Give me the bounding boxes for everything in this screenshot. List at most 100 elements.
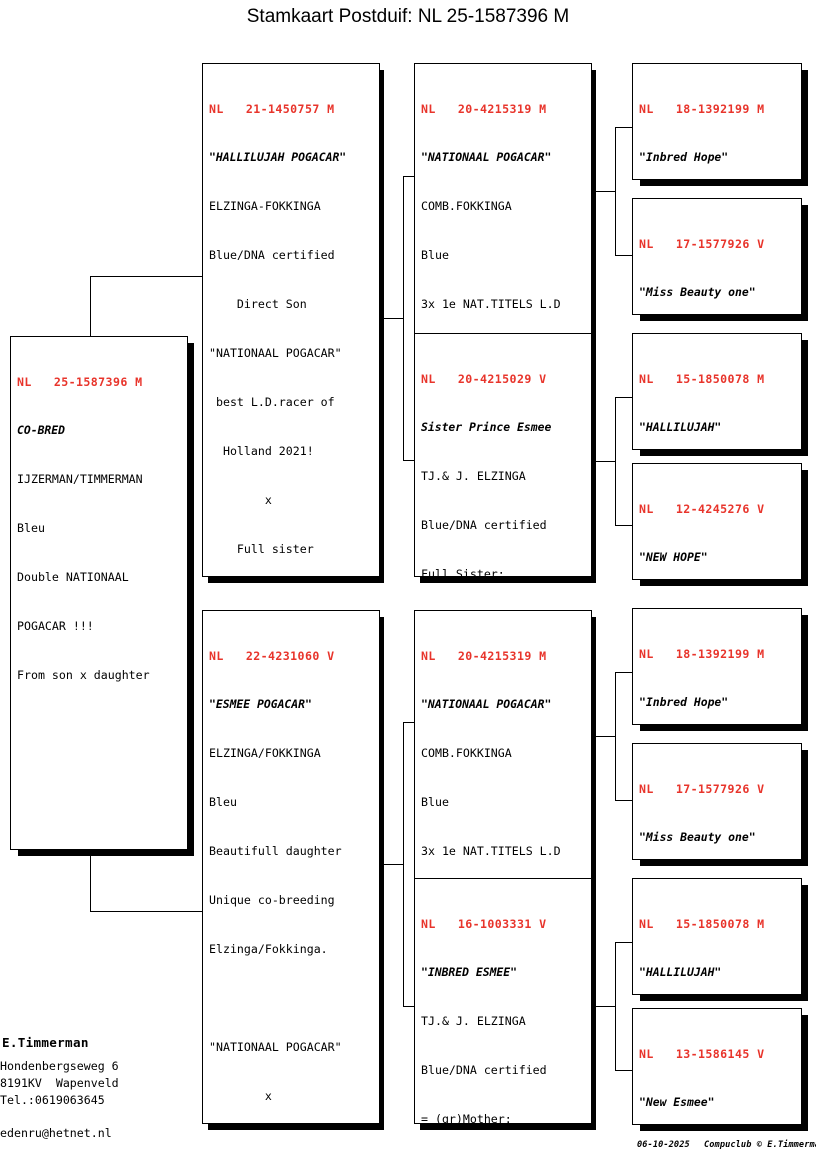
connector-hline-dam-stem [379, 864, 404, 865]
detail-line: x [209, 1088, 272, 1103]
connector-hline-gen1-top [90, 276, 205, 277]
detail-line: best L.D.racer of [209, 394, 335, 409]
detail-line: 3x 1e NAT.TITELS L.D [421, 844, 561, 859]
box-shadow-gp8b [640, 1123, 808, 1131]
detail-line: Blue/DNA certified [421, 518, 547, 533]
pigeon-name: "Inbred Hope" [639, 695, 729, 710]
connector-hline-gp2 [615, 255, 633, 256]
connector-hline-gp1 [615, 127, 633, 128]
pedigree-box-gp2[interactable]: NL 17-1577926 V "Miss Beauty one" Cheq/ … [632, 198, 802, 315]
pedigree-box-dam[interactable]: NL 22-4231060 V "ESMEE POGACAR" ELZINGA/… [202, 610, 380, 1124]
box-shadow-gp2b [640, 313, 808, 321]
pedigree-box-gp8[interactable]: NL 13-1586145 V "New Esmee" Full sister … [632, 1008, 802, 1125]
connector-hline-gp4 [615, 525, 633, 526]
ring-number: NL 17-1577926 V [639, 781, 765, 796]
box-shadow-gp2 [800, 205, 808, 321]
detail-line: ELZINGA-FOKKINGA [209, 199, 321, 214]
box-shadow-damsire [588, 617, 596, 1130]
detail-line: Blue/DNA certified [209, 248, 335, 263]
pigeon-name: CO-BRED [17, 423, 66, 438]
page-title: Stamkaart Postduif: NL 25-1587396 M [246, 6, 570, 27]
box-shadow-siredam [588, 340, 596, 583]
pedigree-box-gp1[interactable]: NL 18-1392199 M "Inbred Hope" Blue = Fat… [632, 63, 802, 180]
pedigree-box-gp5[interactable]: NL 18-1392199 M "Inbred Hope" Blue = Fat… [632, 608, 802, 725]
detail-line: From son x daughter [17, 667, 150, 682]
pigeon-name: "Miss Beauty one" [639, 830, 756, 845]
ring-number: NL 18-1392199 M [639, 101, 765, 116]
pigeon-name: "New Esmee" [639, 1095, 715, 1110]
connector-hline-sire-top [403, 176, 417, 177]
box-shadow-sire-b [208, 575, 384, 583]
detail-line: "NATIONAAL POGACAR" [209, 1039, 342, 1054]
pedigree-box-gp4[interactable]: NL 12-4245276 V "NEW HOPE" TJ. & J. ELZI… [632, 463, 802, 580]
connector-hline-gp3 [615, 397, 633, 398]
print-date: 06-10-2025 [637, 1140, 690, 1150]
box-shadow-subject-b [18, 848, 194, 856]
detail-line: 3x 1e NAT.TITELS L.D [421, 297, 561, 312]
detail-line: COMB.FOKKINGA [421, 199, 512, 214]
box-shadow-gp7b [640, 993, 808, 1001]
detail-line: Blue/DNA certified [421, 1063, 547, 1078]
box-shadow-siresire-b [420, 575, 596, 583]
detail-line: ELZINGA/FOKKINGA [209, 746, 321, 761]
pigeon-name: "HALLILUJAH" [639, 965, 722, 980]
box-shadow-gp5b [640, 723, 808, 731]
pedigree-box-gp3[interactable]: NL 15-1850078 M "HALLILUJAH" HOOyMANS/EL… [632, 333, 802, 450]
detail-line: TJ.& J. ELZINGA [421, 469, 526, 484]
detail-line: Bleu [209, 795, 237, 810]
connector-hline-gp6 [615, 800, 633, 801]
detail-line: Beautifull daughter [209, 844, 342, 859]
connector-hline-gp8 [615, 1070, 633, 1071]
detail-line: Full sister [209, 541, 314, 556]
pedigree-box-dam-dam[interactable]: NL 16-1003331 V "INBRED ESMEE" TJ.& J. E… [414, 878, 592, 1124]
pedigree-box-sire-dam[interactable]: NL 20-4215029 V Sister Prince Esmee TJ.&… [414, 333, 592, 577]
connector-hline-gp5 [615, 672, 633, 673]
box-shadow-gp5 [800, 615, 808, 731]
detail-line: Blue [421, 795, 449, 810]
pigeon-name: "Inbred Hope" [639, 150, 729, 165]
ring-number: NL 13-1586145 V [639, 1046, 765, 1061]
connector-hline-dam-top [403, 722, 417, 723]
owner-name: E.Timmerman [2, 1035, 89, 1050]
ring-number: NL 12-4245276 V [639, 501, 765, 516]
box-shadow-siresire [588, 70, 596, 583]
pedigree-box-sire[interactable]: NL 21-1450757 M "HALLILUJAH POGACAR" ELZ… [202, 63, 380, 577]
box-shadow-gp8 [800, 1015, 808, 1131]
box-shadow-gp4 [800, 470, 808, 586]
detail-line: TJ.& J. ELZINGA [421, 1014, 526, 1029]
connector-hline-gen1-bottom [90, 911, 205, 912]
spacer-line [209, 990, 374, 1006]
box-shadow-gp6 [800, 750, 808, 866]
box-shadow-subject [186, 343, 194, 856]
box-shadow-dam [376, 617, 384, 1130]
box-shadow-gp7 [800, 885, 808, 1001]
box-shadow-damdam [588, 885, 596, 1130]
box-shadow-gp3 [800, 340, 808, 456]
owner-address-city: 8191KV Wapenveld [0, 1076, 119, 1090]
ring-number: NL 15-1850078 M [639, 916, 765, 931]
detail-line: Direct Son [209, 297, 307, 312]
pigeon-name: "INBRED ESMEE" [421, 965, 518, 980]
detail-line: Double NATIONAAL [17, 570, 129, 585]
pigeon-name: "HALLILUJAH POGACAR" [209, 150, 347, 165]
box-shadow-gp3b [640, 448, 808, 456]
owner-email: edenru@hetnet.nl [0, 1126, 112, 1140]
connector-hline-gp12-stem [596, 191, 616, 192]
detail-line: = (gr)Mother: [421, 1112, 512, 1124]
connector-hline-sire-bottom [403, 460, 417, 461]
copyright-notice: Compuclub © E.Timmerman [704, 1140, 816, 1150]
ring-number: NL 20-4215029 V [421, 371, 547, 386]
pedigree-box-gp6[interactable]: NL 17-1577926 V "Miss Beauty one" Cheq/ … [632, 743, 802, 860]
pigeon-name: "NEW HOPE" [639, 550, 708, 565]
connector-hline-sire-stem [379, 318, 404, 319]
owner-address-street: Hondenbergseweg 6 [0, 1059, 119, 1073]
box-shadow-sire [376, 70, 384, 583]
box-shadow-gp1 [800, 70, 808, 186]
pedigree-box-gp7[interactable]: NL 15-1850078 M "HALLILUJAH" HOOyMANS/EL… [632, 878, 802, 995]
pedigree-box-subject[interactable]: NL 25-1587396 M CO-BRED IJZERMAN/TIMMERM… [10, 336, 188, 850]
detail-line: x [209, 492, 272, 507]
box-shadow-damsire-b [420, 1122, 596, 1130]
box-shadow-dam-b [208, 1122, 384, 1130]
pigeon-name: "ESMEE POGACAR" [209, 697, 312, 712]
detail-line: POGACAR !!! [17, 619, 94, 634]
